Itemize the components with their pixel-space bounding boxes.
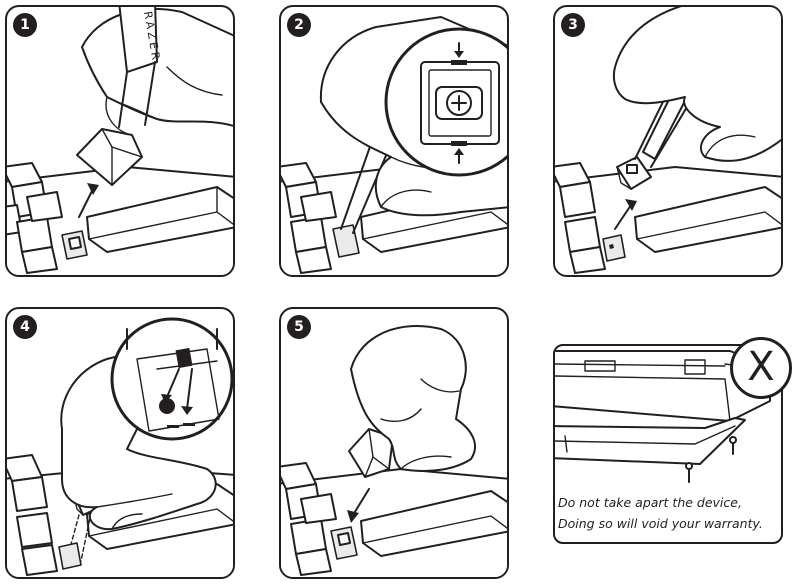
prohibited-x-icon: X xyxy=(730,337,792,399)
step-2-badge: 2 xyxy=(287,13,311,37)
step-5-badge: 5 xyxy=(287,315,311,339)
step-1-panel: 1 RAZER xyxy=(5,5,235,277)
step-3-panel: 3 RAZER xyxy=(553,5,783,277)
step-4-badge: 4 xyxy=(13,315,37,339)
step-2-illustration xyxy=(281,16,507,275)
warning-line-2: Doing so will void your warranty. xyxy=(558,516,763,531)
warning-line-1: Do not take apart the device, xyxy=(558,495,742,510)
step-4-panel: 4 xyxy=(5,307,235,579)
step-1-badge: 1 xyxy=(13,13,37,37)
step-1-illustration: RAZER xyxy=(7,7,233,275)
keyboard-disassembly-illustration xyxy=(555,350,771,483)
step-3-illustration: RAZER xyxy=(555,7,781,275)
step-5-panel: 5 xyxy=(279,307,509,579)
step-4-illustration xyxy=(7,317,233,577)
step-2-panel: 2 xyxy=(279,5,509,277)
step-5-illustration xyxy=(281,324,507,577)
step-3-badge: 3 xyxy=(561,13,585,37)
